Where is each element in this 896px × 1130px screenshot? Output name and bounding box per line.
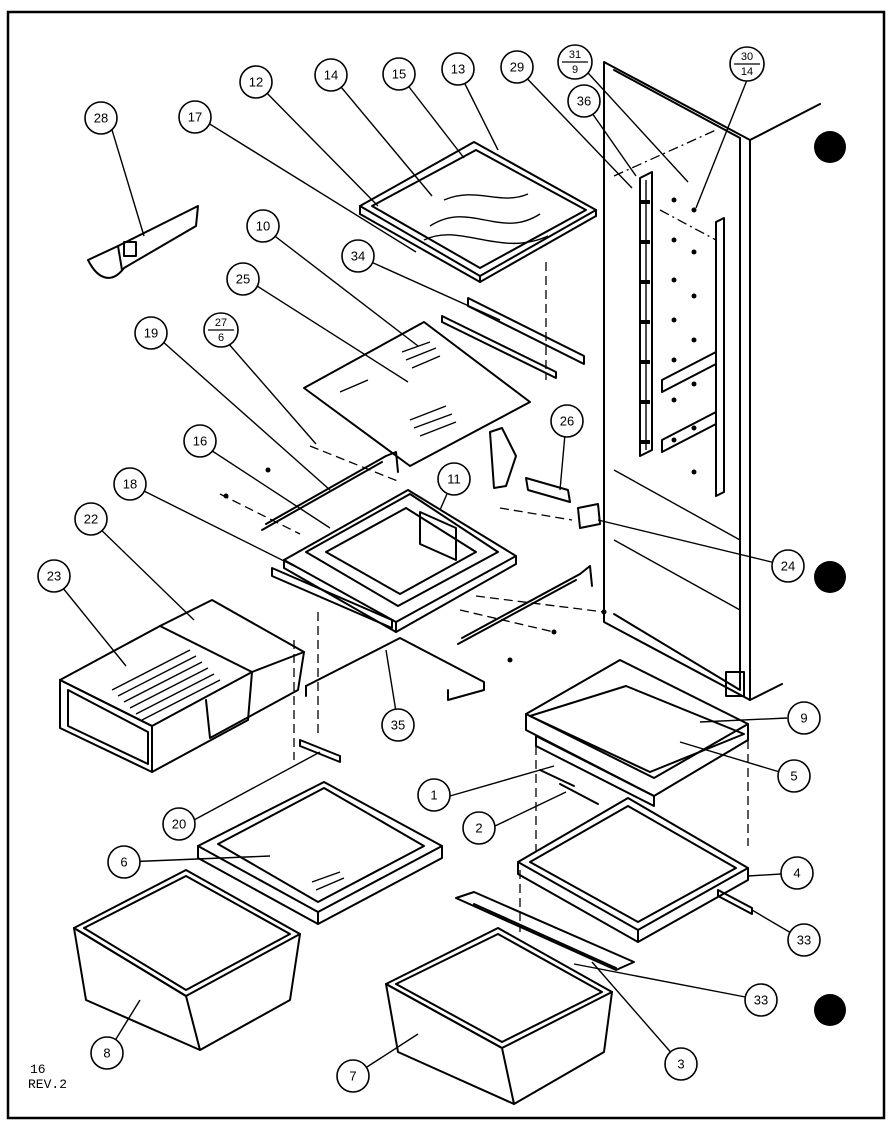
part-bubble-30-14: 30 14 [729, 46, 765, 82]
part-bubble-10: 10 [246, 209, 280, 243]
part-bubble-12: 12 [239, 65, 273, 99]
part-bubble-17: 17 [178, 100, 212, 134]
svg-text:1: 1 [430, 788, 437, 803]
svg-text:22: 22 [84, 512, 98, 527]
svg-text:35: 35 [391, 718, 405, 733]
svg-text:19: 19 [144, 326, 158, 341]
part-bubble-4: 4 [780, 856, 814, 890]
meat-pan-drawing [59, 599, 305, 773]
svg-text:7: 7 [349, 1069, 356, 1084]
part-bubble-2: 2 [462, 811, 496, 845]
crisper-cover-9-drawing [519, 659, 749, 932]
svg-text:20: 20 [172, 817, 186, 832]
svg-text:25: 25 [236, 272, 250, 287]
svg-text:10: 10 [256, 219, 270, 234]
svg-text:16: 16 [193, 434, 207, 449]
part-bubble-8: 8 [90, 1036, 124, 1070]
svg-text:30: 30 [741, 51, 753, 63]
svg-text:27: 27 [215, 317, 227, 329]
svg-text:5: 5 [790, 769, 797, 784]
part-bubble-26: 26 [550, 404, 584, 438]
binder-hole [814, 561, 846, 593]
svg-text:36: 36 [577, 94, 591, 109]
part-bubble-23: 23 [37, 559, 71, 593]
part-bubble-28: 28 [84, 101, 118, 135]
part-bubble-25: 25 [226, 262, 260, 296]
svg-text:8: 8 [103, 1046, 110, 1061]
part-bubble-22: 22 [74, 502, 108, 536]
svg-text:3: 3 [677, 1057, 684, 1072]
part-bubble-20: 20 [162, 807, 196, 841]
cabinet-liner-drawing [577, 61, 821, 701]
page-border [6, 10, 886, 1120]
svg-text:14: 14 [741, 66, 753, 78]
part-bubble-24: 24 [771, 549, 805, 583]
pan-support-drawing [293, 612, 485, 760]
part-bubble-33-upper: 33 [787, 923, 821, 957]
part-bubble-34: 34 [341, 239, 375, 273]
svg-text:26: 26 [560, 414, 574, 429]
svg-text:9: 9 [800, 711, 807, 726]
part-bubble-3: 3 [664, 1047, 698, 1081]
shelf-rail-drawing [441, 262, 585, 380]
svg-text:31: 31 [569, 49, 581, 61]
part-bubble-19: 19 [134, 316, 168, 350]
svg-text:17: 17 [188, 110, 202, 125]
crisper-frame-drawing [219, 445, 607, 663]
svg-text:18: 18 [123, 477, 137, 492]
part-bubble-1: 1 [417, 778, 451, 812]
svg-text:33: 33 [797, 933, 811, 948]
part-bubble-33-lower: 33 [744, 983, 778, 1017]
svg-text:33: 33 [754, 993, 768, 1008]
part-bubble-31-9: 31 9 [557, 44, 593, 80]
part-bubble-6: 6 [107, 845, 141, 879]
svg-text:11: 11 [447, 472, 461, 487]
part-bubble-16: 16 [183, 424, 217, 458]
part-bubble-13: 13 [441, 52, 475, 86]
svg-text:28: 28 [94, 111, 108, 126]
crisper-cover-6-drawing [197, 781, 443, 925]
part-bubble-18: 18 [113, 467, 147, 501]
svg-text:14: 14 [324, 68, 338, 83]
glass-shelf-drawing [303, 321, 531, 467]
part-bubble-7: 7 [336, 1059, 370, 1093]
svg-text:6: 6 [218, 332, 224, 344]
part-bubble-5: 5 [777, 759, 811, 793]
part-bubble-9: 9 [787, 701, 821, 735]
part-bubble-15: 15 [382, 57, 416, 91]
svg-text:6: 6 [120, 855, 127, 870]
part-bubble-27-6: 27 6 [203, 312, 239, 348]
svg-text:29: 29 [510, 60, 524, 75]
svg-text:24: 24 [781, 559, 795, 574]
part-bubble-14: 14 [314, 58, 348, 92]
part-bubble-11: 11 [437, 462, 471, 496]
svg-text:34: 34 [351, 249, 365, 264]
part-bubble-29: 29 [500, 50, 534, 84]
part-bubble-36: 36 [567, 84, 601, 118]
svg-text:13: 13 [451, 62, 465, 77]
crisper-pan-8-drawing [73, 869, 301, 1051]
revision-label: REV.2 [28, 1077, 67, 1092]
leader-lines [53, 61, 804, 1077]
rail-3-drawing [455, 891, 635, 971]
dairy-door-drawing [87, 205, 199, 279]
crisper-frame-4-drawing [517, 797, 753, 943]
bracket-26-drawing [489, 427, 571, 503]
rail-20-drawing [299, 739, 341, 763]
part-bubble-35: 35 [381, 708, 415, 742]
svg-text:12: 12 [249, 75, 263, 90]
svg-text:23: 23 [47, 569, 61, 584]
svg-text:9: 9 [572, 64, 578, 76]
svg-text:15: 15 [392, 67, 406, 82]
svg-text:4: 4 [793, 866, 800, 881]
svg-text:2: 2 [475, 821, 482, 836]
top-shelf-drawing [359, 141, 597, 283]
binder-hole [814, 131, 846, 163]
binder-hole [814, 994, 846, 1026]
crisper-pan-7-drawing [385, 927, 613, 1105]
drawing-number: 16 [30, 1062, 46, 1077]
